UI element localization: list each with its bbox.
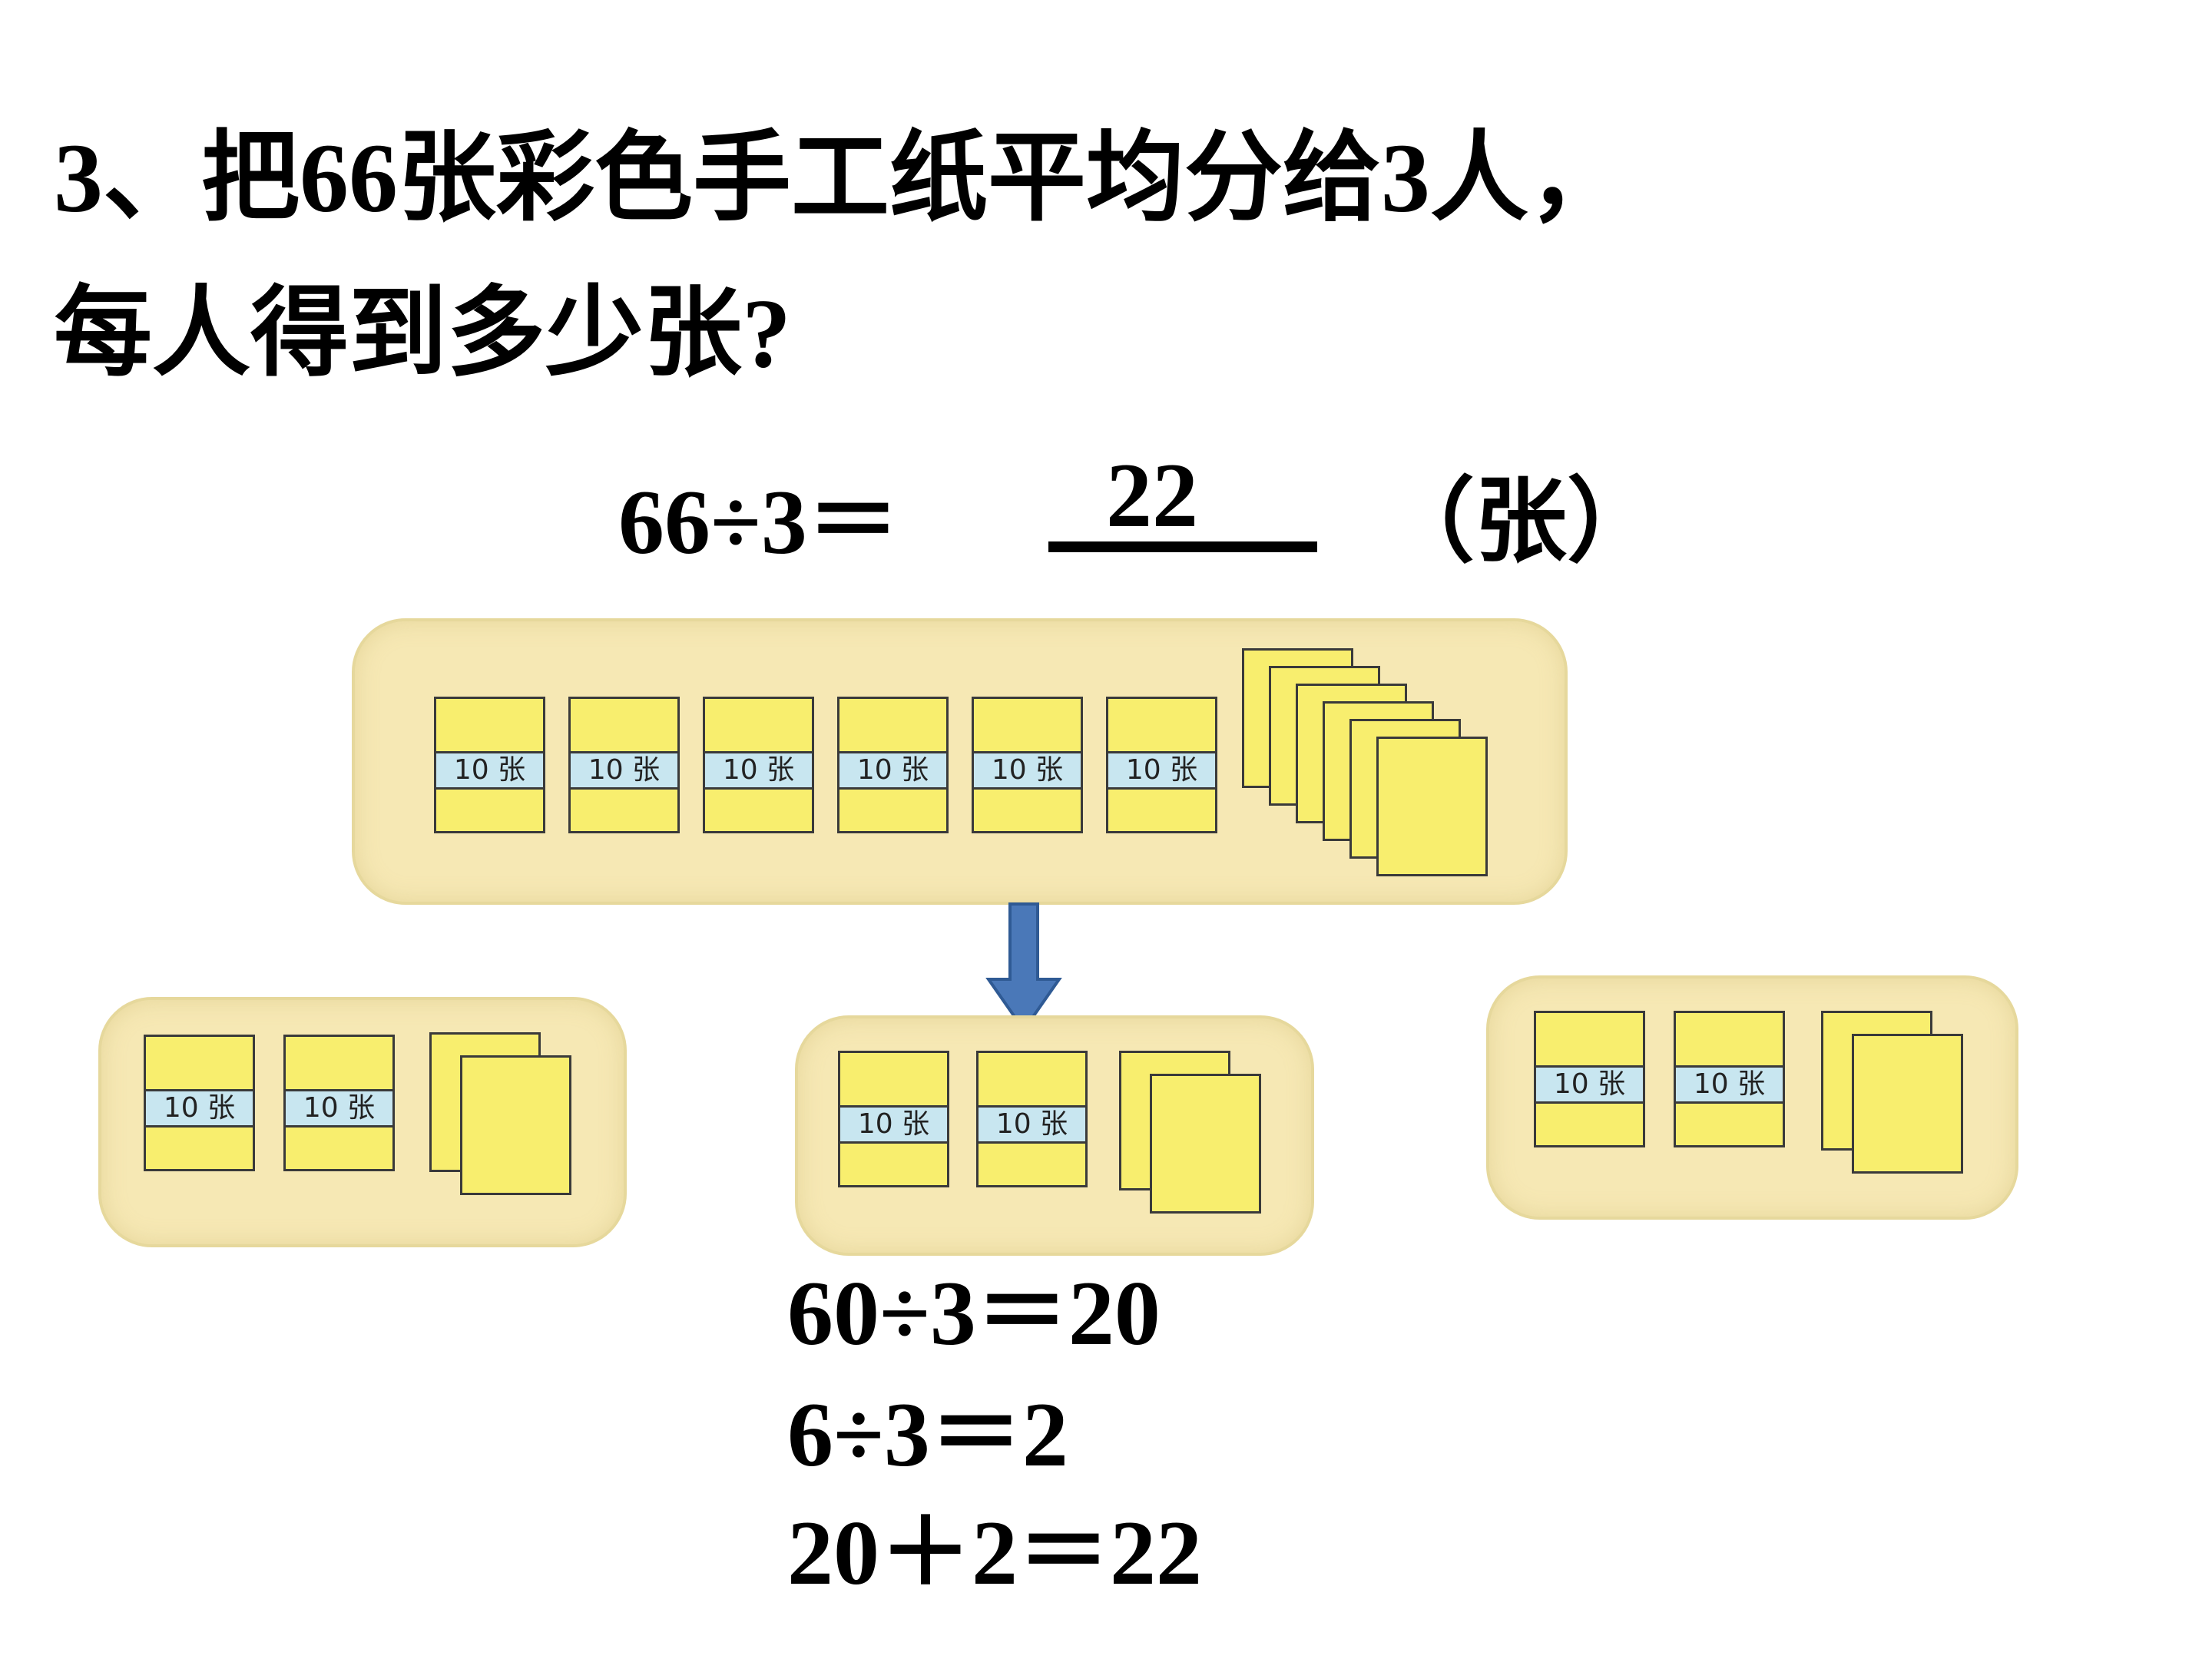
paper-bundle: 10 张 [976,1051,1088,1187]
answer-blank-line [1048,541,1317,552]
paper-bundle: 10 张 [838,1051,949,1187]
bundle-label: 10 张 [146,1089,253,1128]
bundle-label: 10 张 [979,1105,1085,1144]
paper-bundle: 10 张 [972,697,1083,833]
question-line-2: 每人得到多少张? [54,279,792,388]
tray-person-3: 10 张 10 张 [1486,975,2018,1220]
paper-bundle: 10 张 [1534,1011,1645,1147]
bundle-label: 10 张 [974,751,1081,790]
bundle-label: 10 张 [1536,1065,1643,1104]
bundle-label: 10 张 [840,1105,947,1144]
paper-bundle: 10 张 [434,697,545,833]
equation-unit: （张） [1382,471,1659,573]
bundle-label: 10 张 [839,751,946,790]
bundle-label: 10 张 [1108,751,1215,790]
loose-sheet [1376,737,1488,876]
paper-bundle: 10 张 [568,697,680,833]
paper-bundle: 10 张 [837,697,949,833]
paper-bundle: 10 张 [703,697,814,833]
bundle-label: 10 张 [571,751,677,790]
paper-bundle: 10 张 [283,1035,395,1171]
loose-sheet [460,1055,571,1195]
paper-bundle: 10 张 [144,1035,255,1171]
question-line-1: 3、把66张彩色手工纸平均分给3人， [54,124,1628,233]
bundle-label: 10 张 [705,751,812,790]
bundle-label: 10 张 [436,751,543,790]
down-arrow-icon [985,902,1062,1033]
loose-sheet [1852,1034,1963,1174]
tray-all-paper: 10 张 10 张 10 张 10 张 10 张 10 张 [352,618,1568,905]
equation-answer: 22 [1106,444,1198,546]
loose-sheet [1150,1074,1261,1214]
step-equation-2: 6÷3＝2 [787,1383,1068,1485]
step-equation-3: 20＋2＝22 [787,1502,1202,1604]
step-equation-1: 60÷3＝20 [787,1262,1161,1364]
tray-person-1: 10 张 10 张 [98,997,627,1247]
bundle-label: 10 张 [1676,1065,1783,1104]
equation-expression: 66÷3＝ [618,471,899,573]
paper-bundle: 10 张 [1674,1011,1785,1147]
bundle-label: 10 张 [286,1089,392,1128]
tray-person-2: 10 张 10 张 [795,1015,1314,1256]
paper-bundle: 10 张 [1106,697,1217,833]
